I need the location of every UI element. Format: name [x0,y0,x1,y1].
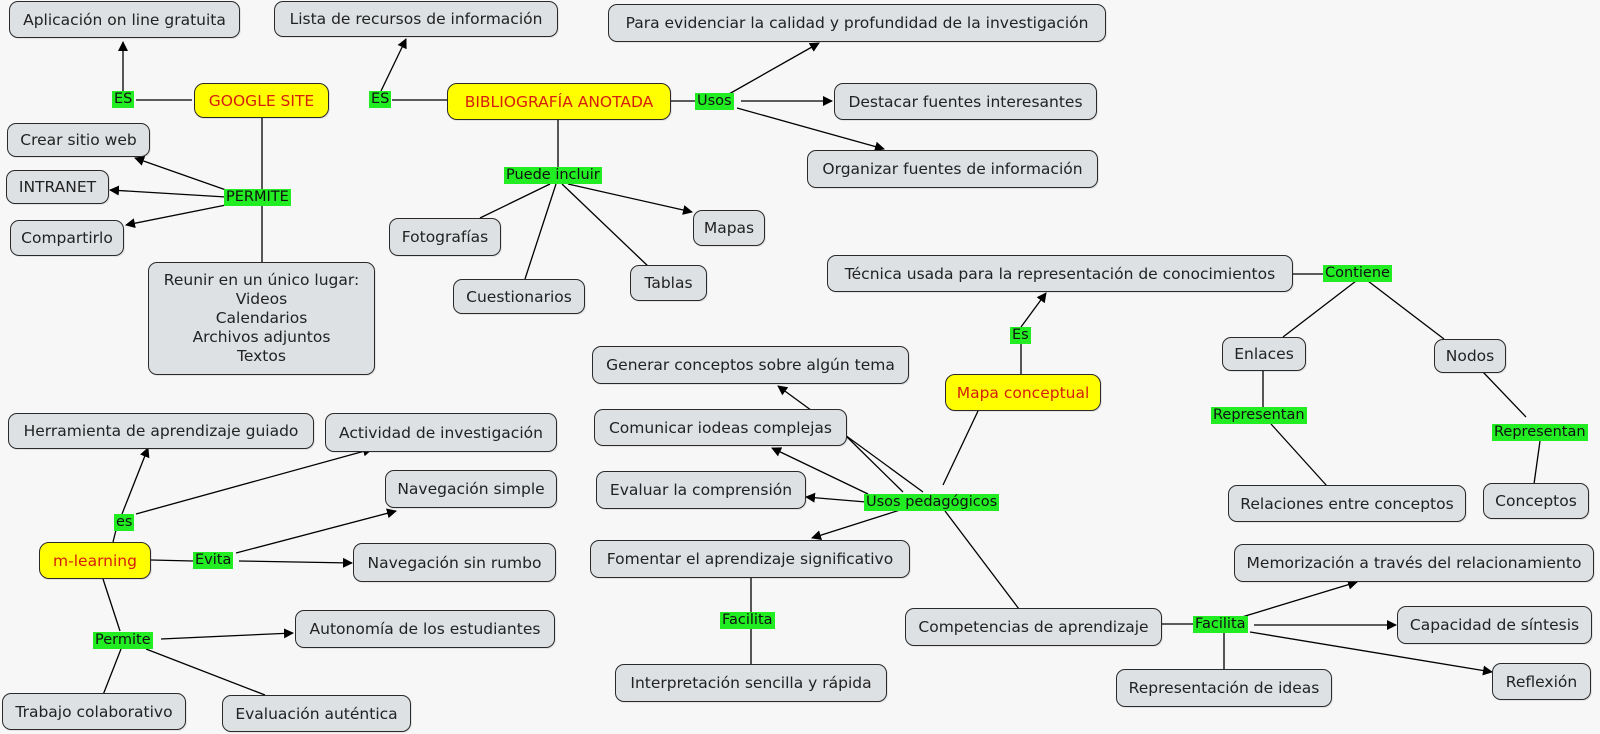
concept-memorizacion[interactable]: Memorización a través del relacionamient… [1234,544,1594,582]
concept-label: Navegación sin rumbo [367,553,542,572]
link-representan-nodos[interactable]: Representan [1492,424,1588,441]
concept-label: Destacar fuentes interesantes [848,92,1083,111]
concept-label: Actividad de investigación [339,423,543,442]
concept-organizar-fuentes[interactable]: Organizar fuentes de información [807,150,1098,188]
concept-label: Lista de recursos de información [289,10,543,28]
link-facilita-fomentar[interactable]: Facilita [720,612,775,629]
concept-lista-recursos[interactable]: Lista de recursos de información [274,1,558,37]
concept-navegacion-sin-rumbo[interactable]: Navegación sin rumbo [353,543,556,582]
concept-label: Herramienta de aprendizaje guiado [23,422,299,440]
concept-representacion-ideas[interactable]: Representación de ideas [1116,669,1332,707]
concept-label: Comunicar iodeas complejas [608,418,832,437]
concept-label: Crear sitio web [20,131,137,149]
concept-evidenciar-calidad[interactable]: Para evidenciar la calidad y profundidad… [608,4,1106,42]
concept-fotografias[interactable]: Fotografías [389,218,501,256]
link-permite-google-site[interactable]: PERMITE [224,189,291,206]
concept-label: Reflexión [1505,672,1578,691]
concept-label: Mapa conceptual [956,383,1090,402]
concept-label: Aplicación on line gratuita [23,10,226,29]
concept-cuestionarios[interactable]: Cuestionarios [453,279,585,314]
concept-label: Enlaces [1234,345,1294,363]
concept-label: Técnica usada para la representación de … [844,264,1276,283]
concept-label-line: Reunir en un único lugar: [163,271,360,289]
link-contiene[interactable]: Contiene [1323,265,1392,282]
concept-aplicacion-online[interactable]: Aplicación on line gratuita [9,1,240,38]
concept-label: Para evidenciar la calidad y profundidad… [625,14,1089,32]
concept-label: Navegación simple [397,480,545,498]
concept-label: Nodos [1445,347,1495,365]
concept-label: Representación de ideas [1128,679,1320,697]
concept-label: BIBLIOGRAFÍA ANOTADA [464,92,654,111]
concept-label: Memorización a través del relacionamient… [1246,554,1582,572]
concept-bibliografia-anotada[interactable]: BIBLIOGRAFÍA ANOTADA [447,83,671,120]
concept-fomentar-aprendizaje[interactable]: Fomentar el aprendizaje significativo [590,540,910,578]
concept-tablas[interactable]: Tablas [630,265,707,301]
concept-actividad-investigacion[interactable]: Actividad de investigación [325,413,557,452]
concept-label-line: Textos [237,347,286,365]
concept-comunicar-ideas[interactable]: Comunicar iodeas complejas [594,409,847,446]
concept-label-line: Archivos adjuntos [192,328,331,346]
concept-reunir-en-lugar[interactable]: Reunir en un único lugar: Videos Calenda… [148,262,375,375]
concept-interpretacion-sencilla[interactable]: Interpretación sencilla y rápida [615,664,887,702]
concept-label: Capacidad de síntesis [1409,616,1580,634]
concept-evaluacion-autentica[interactable]: Evaluación auténtica [222,695,411,732]
concept-herramienta-aprendizaje[interactable]: Herramienta de aprendizaje guiado [8,413,314,449]
concept-intranet[interactable]: INTRANET [6,170,109,204]
concept-label: Trabajo colaborativo [15,702,173,721]
concept-label-line: Videos [235,290,288,308]
concept-compartirlo[interactable]: Compartirlo [10,220,124,256]
link-puede-incluir[interactable]: Puede incluir [504,167,602,184]
concept-evaluar-comprension[interactable]: Evaluar la comprensión [596,471,806,509]
link-es-m-learning[interactable]: es [114,514,135,531]
concept-label: Interpretación sencilla y rápida [630,674,872,692]
link-representan-enlaces[interactable]: Representan [1211,407,1307,424]
concept-crear-sitio-web[interactable]: Crear sitio web [7,123,150,157]
concept-competencias-aprendizaje[interactable]: Competencias de aprendizaje [905,608,1162,646]
link-es-google-site[interactable]: ES [112,91,135,108]
concept-label: Conceptos [1495,492,1577,510]
concept-label: Relaciones entre conceptos [1240,494,1454,513]
link-permite-m-learning[interactable]: Permite [93,632,153,649]
concept-generar-conceptos[interactable]: Generar conceptos sobre algún tema [592,346,909,384]
link-usos[interactable]: Usos [695,93,734,110]
concept-label: Evaluación auténtica [235,704,398,723]
concept-trabajo-colaborativo[interactable]: Trabajo colaborativo [2,693,186,730]
concept-label: Organizar fuentes de información [822,160,1083,178]
concept-label: Mapas [703,219,755,237]
concept-capacidad-sintesis[interactable]: Capacidad de síntesis [1397,606,1592,644]
concept-m-learning[interactable]: m-learning [39,542,151,579]
concept-label-line: Calendarios [215,309,308,327]
link-facilita-competencias[interactable]: Facilita [1193,616,1248,633]
concept-mapa-conceptual[interactable]: Mapa conceptual [945,374,1101,411]
link-evita[interactable]: Evita [193,552,234,569]
concept-destacar-fuentes[interactable]: Destacar fuentes interesantes [834,83,1097,120]
concept-label: Generar conceptos sobre algún tema [606,356,895,374]
concept-label: Fomentar el aprendizaje significativo [606,550,894,568]
concept-nodos[interactable]: Nodos [1434,339,1506,373]
concept-mapas[interactable]: Mapas [693,210,765,246]
concept-label: Compartirlo [21,229,113,247]
concept-tecnica-representacion[interactable]: Técnica usada para la representación de … [827,255,1293,292]
link-es-mapa-conceptual[interactable]: Es [1010,327,1031,344]
concept-label: Evaluar la comprensión [609,481,793,499]
concept-autonomia-estudiantes[interactable]: Autonomía de los estudiantes [295,610,555,648]
concept-label: GOOGLE SITE [208,91,315,110]
concept-label: Cuestionarios [466,287,572,306]
concept-relaciones-conceptos[interactable]: Relaciones entre conceptos [1228,485,1466,522]
concept-label: m-learning [53,551,137,570]
concept-enlaces[interactable]: Enlaces [1222,337,1306,371]
concept-navegacion-simple[interactable]: Navegación simple [385,470,557,508]
concept-reflexion[interactable]: Reflexión [1492,663,1591,700]
concept-google-site[interactable]: GOOGLE SITE [194,83,329,118]
concept-label: Tablas [644,274,693,292]
concept-label: Competencias de aprendizaje [918,618,1149,636]
concept-label: Autonomía de los estudiantes [309,620,541,638]
link-usos-pedagogicos[interactable]: Usos pedagógicos [864,494,1000,511]
link-es-bibliografia[interactable]: ES [369,91,392,108]
concept-conceptos[interactable]: Conceptos [1483,483,1589,519]
concept-label: Fotografías [401,228,489,246]
concept-label: INTRANET [18,178,97,196]
